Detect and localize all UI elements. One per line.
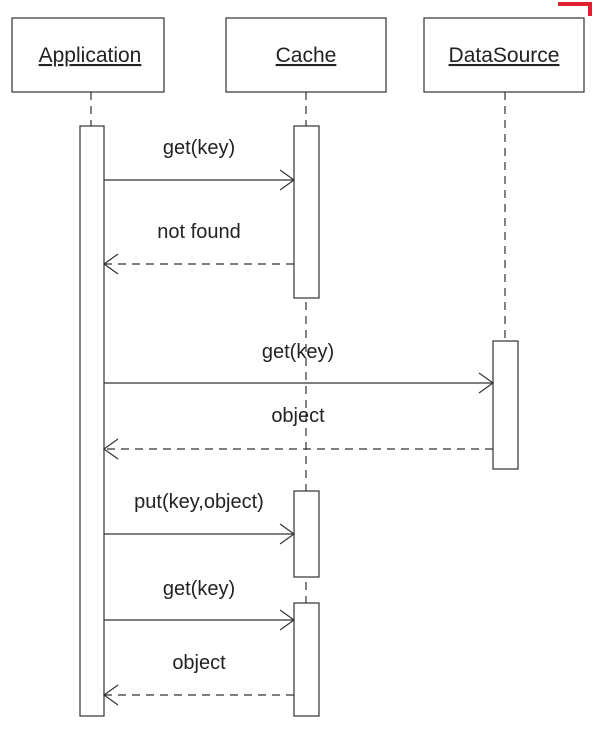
message-label: not found <box>157 221 240 243</box>
participant-cache: Cache <box>225 17 387 93</box>
message-label: object <box>271 405 325 427</box>
message-get-key-3: get(key) <box>104 578 296 631</box>
message-label: get(key) <box>163 137 235 159</box>
message-object-2: object <box>102 652 294 706</box>
message-label: object <box>172 652 226 674</box>
participant-label: Cache <box>276 44 337 67</box>
activation-datasource <box>492 340 519 470</box>
message-object-1: object <box>102 405 493 460</box>
message-label: put(key,object) <box>134 491 264 513</box>
participant-label: DataSource <box>449 44 560 67</box>
message-put-key-object: put(key,object) <box>104 491 296 545</box>
participant-application: Application <box>11 17 165 93</box>
activation-cache-2 <box>293 490 320 578</box>
message-label: get(key) <box>262 341 334 363</box>
participant-datasource: DataSource <box>423 17 585 93</box>
activation-cache-1 <box>293 125 320 299</box>
message-get-key-2: get(key) <box>104 341 495 394</box>
participant-label: Application <box>39 44 142 67</box>
message-get-key-1: get(key) <box>104 137 296 191</box>
message-label: get(key) <box>163 578 235 600</box>
message-not-found: not found <box>102 221 294 275</box>
activation-application <box>79 125 105 717</box>
activation-cache-3 <box>293 602 320 717</box>
corner-mark <box>558 2 592 16</box>
